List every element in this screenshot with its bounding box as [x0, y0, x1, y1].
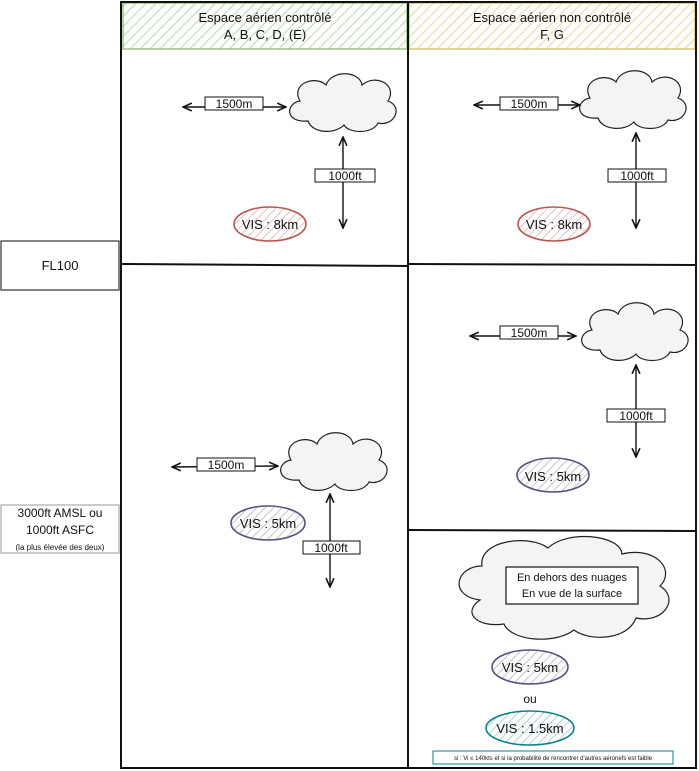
header-uncontrolled: Espace aérien non contrôlé F, G — [408, 2, 696, 50]
vertical-distance-label: 1000ft — [620, 169, 654, 183]
cloud-icon — [289, 73, 397, 133]
cloud-icon — [280, 432, 388, 492]
horizontal-distance-label: 1500m — [216, 97, 253, 111]
visibility-label: VIS : 5km — [240, 516, 296, 531]
cloud-conditions-line2: En vue de la surface — [522, 588, 622, 600]
cell-controlled-upper: 1500m 1000ft VIS : 8km — [183, 73, 397, 242]
header-controlled-title: Espace aérien contrôlé — [199, 10, 332, 25]
visibility-label: VIS : 5km — [502, 660, 558, 675]
condition-note: si : Vi ≤ 140kts et si la probabilité de… — [454, 756, 653, 762]
visibility-badge-alt — [485, 710, 575, 746]
horizontal-distance-label: 1500m — [511, 97, 548, 111]
horizontal-distance-label: 1500m — [208, 458, 245, 472]
cloud-conditions-line1: En dehors des nuages — [517, 572, 628, 584]
visibility-alt-label: VIS : 1.5km — [496, 721, 563, 736]
vertical-distance-label: 1000ft — [619, 409, 653, 423]
visibility-label: VIS : 8km — [526, 217, 582, 232]
altitude-label-line1: 3000ft AMSL ou — [18, 506, 103, 520]
horizontal-distance-label: 1500m — [511, 326, 548, 340]
cell-controlled-lower: 1500m 1000ft VIS : 5km — [172, 432, 388, 587]
altitude-label-line2: 1000ft ASFC — [26, 523, 94, 537]
header-uncontrolled-classes: F, G — [540, 27, 564, 42]
grid — [120, 1, 697, 769]
cell-uncontrolled-middle: 1500m 1000ft VIS : 5km — [470, 302, 689, 493]
visibility-label: VIS : 5km — [525, 469, 581, 484]
cell-uncontrolled-low: En dehors des nuages En vue de la surfac… — [432, 535, 674, 765]
visibility-badge — [491, 649, 569, 685]
cloud-conditions-box — [505, 566, 639, 605]
vertical-distance-label: 1000ft — [314, 541, 348, 555]
fl100-label-box: FL100 — [0, 240, 120, 291]
cloud-icon — [581, 302, 689, 362]
vertical-distance-label: 1000ft — [328, 169, 362, 183]
header-controlled: Espace aérien contrôlé A, B, C, D, (E) — [122, 2, 408, 50]
altitude-label-box: 3000ft AMSL ou 1000ft ASFC (la plus élev… — [0, 504, 120, 554]
visibility-badge — [233, 206, 307, 242]
visibility-label: VIS : 8km — [242, 217, 298, 232]
visibility-badge — [517, 206, 591, 242]
cloud-icon — [579, 70, 687, 130]
condition-note-box — [432, 750, 674, 765]
visibility-badge — [230, 505, 306, 541]
or-label: ou — [523, 692, 536, 706]
cell-uncontrolled-upper: 1500m 1000ft VIS : 8km — [474, 70, 687, 242]
header-uncontrolled-title: Espace aérien non contrôlé — [473, 10, 631, 25]
altitude-label-note: (la plus élevée des deux) — [16, 543, 105, 552]
fl100-label: FL100 — [42, 258, 79, 273]
visibility-badge — [516, 457, 590, 493]
header-controlled-classes: A, B, C, D, (E) — [224, 27, 306, 42]
